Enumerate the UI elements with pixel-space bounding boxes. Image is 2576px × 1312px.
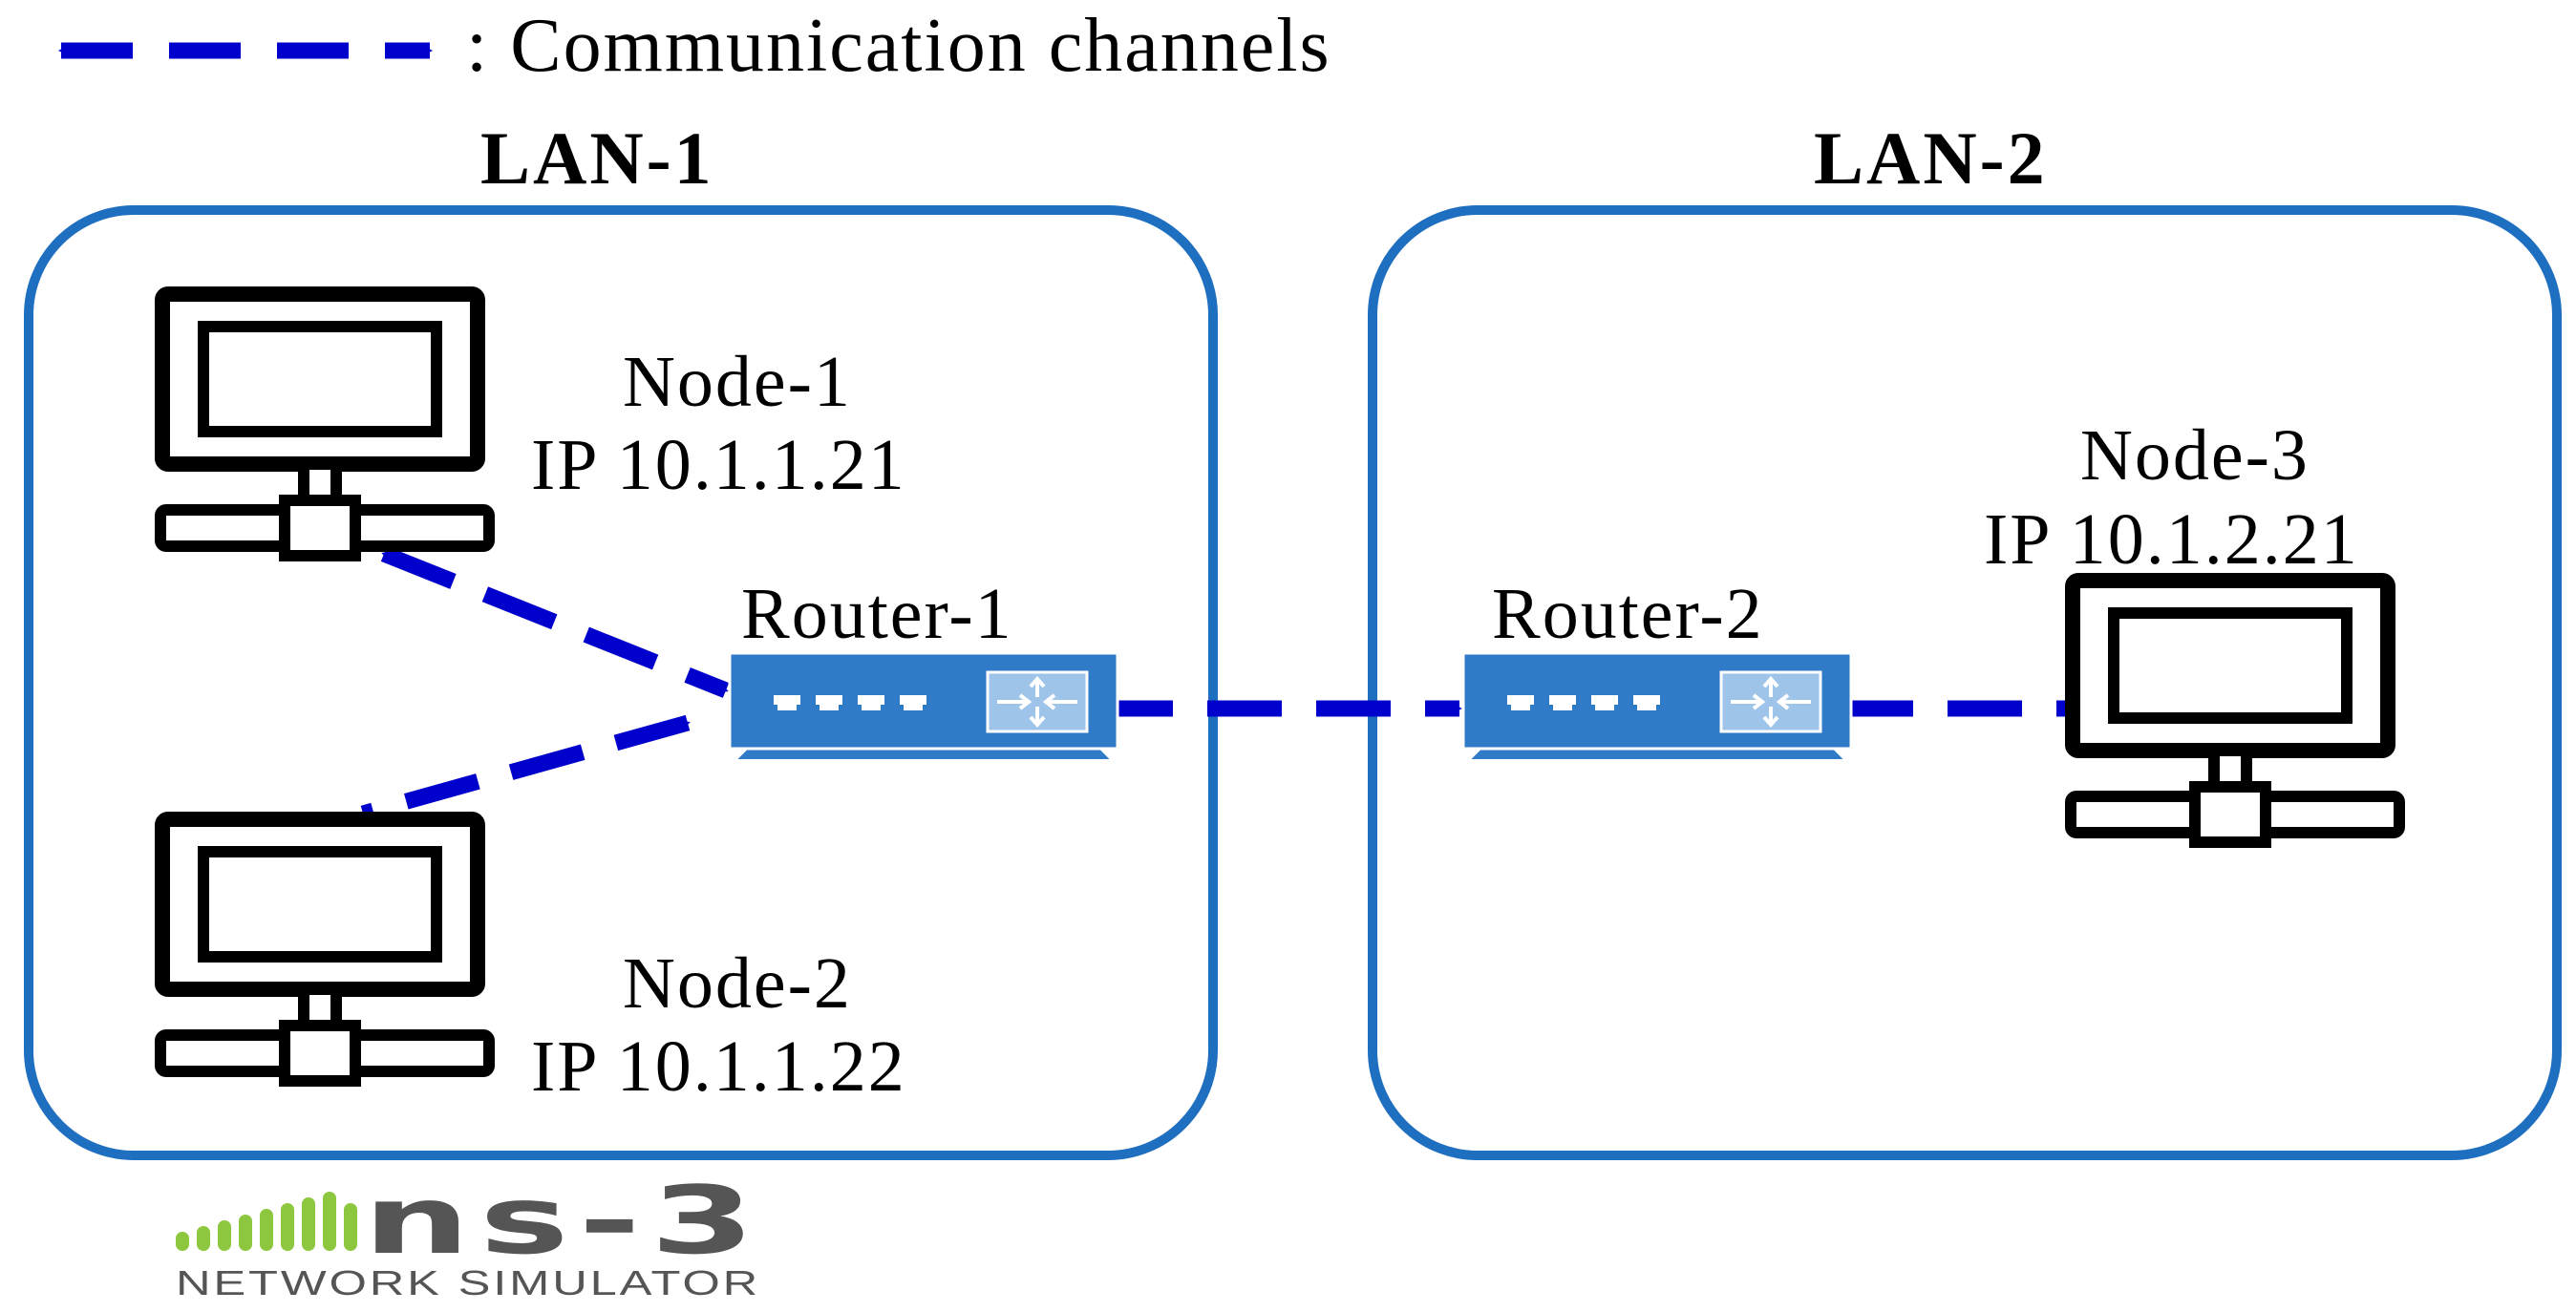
lan-1-boundary <box>24 205 1218 1160</box>
router-1-name: Router-1 <box>741 574 1013 654</box>
router-1-icon <box>728 651 1119 762</box>
channel-node1-router1 <box>380 546 730 698</box>
node-3-computer-icon <box>2071 581 2399 842</box>
lan-2-title: LAN-2 <box>1814 116 2048 200</box>
node-2-name: Node-2 <box>623 943 852 1024</box>
legend: : Communication channels <box>58 4 1331 88</box>
node-1-computer-icon <box>160 294 489 556</box>
node-3-name: Node-3 <box>2080 415 2310 496</box>
communication-channels <box>360 546 2071 822</box>
signal-bars-icon <box>176 1192 357 1251</box>
lan-1-title: LAN-1 <box>480 116 714 200</box>
lan-2-boundary <box>1368 205 2562 1160</box>
node-1-name: Node-1 <box>623 342 852 422</box>
ns3-logo: ns-3 NETWORK SIMULATOR <box>176 1167 764 1302</box>
ns3-wordmark: ns-3 <box>363 1167 764 1276</box>
node-2-ip: IP 10.1.1.22 <box>531 1026 906 1107</box>
router-2-name: Router-2 <box>1492 574 1764 654</box>
ns3-tagline: NETWORK SIMULATOR <box>176 1263 760 1302</box>
node-1-ip: IP 10.1.1.21 <box>531 425 906 505</box>
router-2-icon <box>1461 651 1853 762</box>
node-3-ip: IP 10.1.2.21 <box>1984 499 2359 580</box>
channel-router1-node2 <box>360 714 691 822</box>
legend-label: : Communication channels <box>466 4 1331 88</box>
node-2-computer-icon <box>160 819 489 1081</box>
